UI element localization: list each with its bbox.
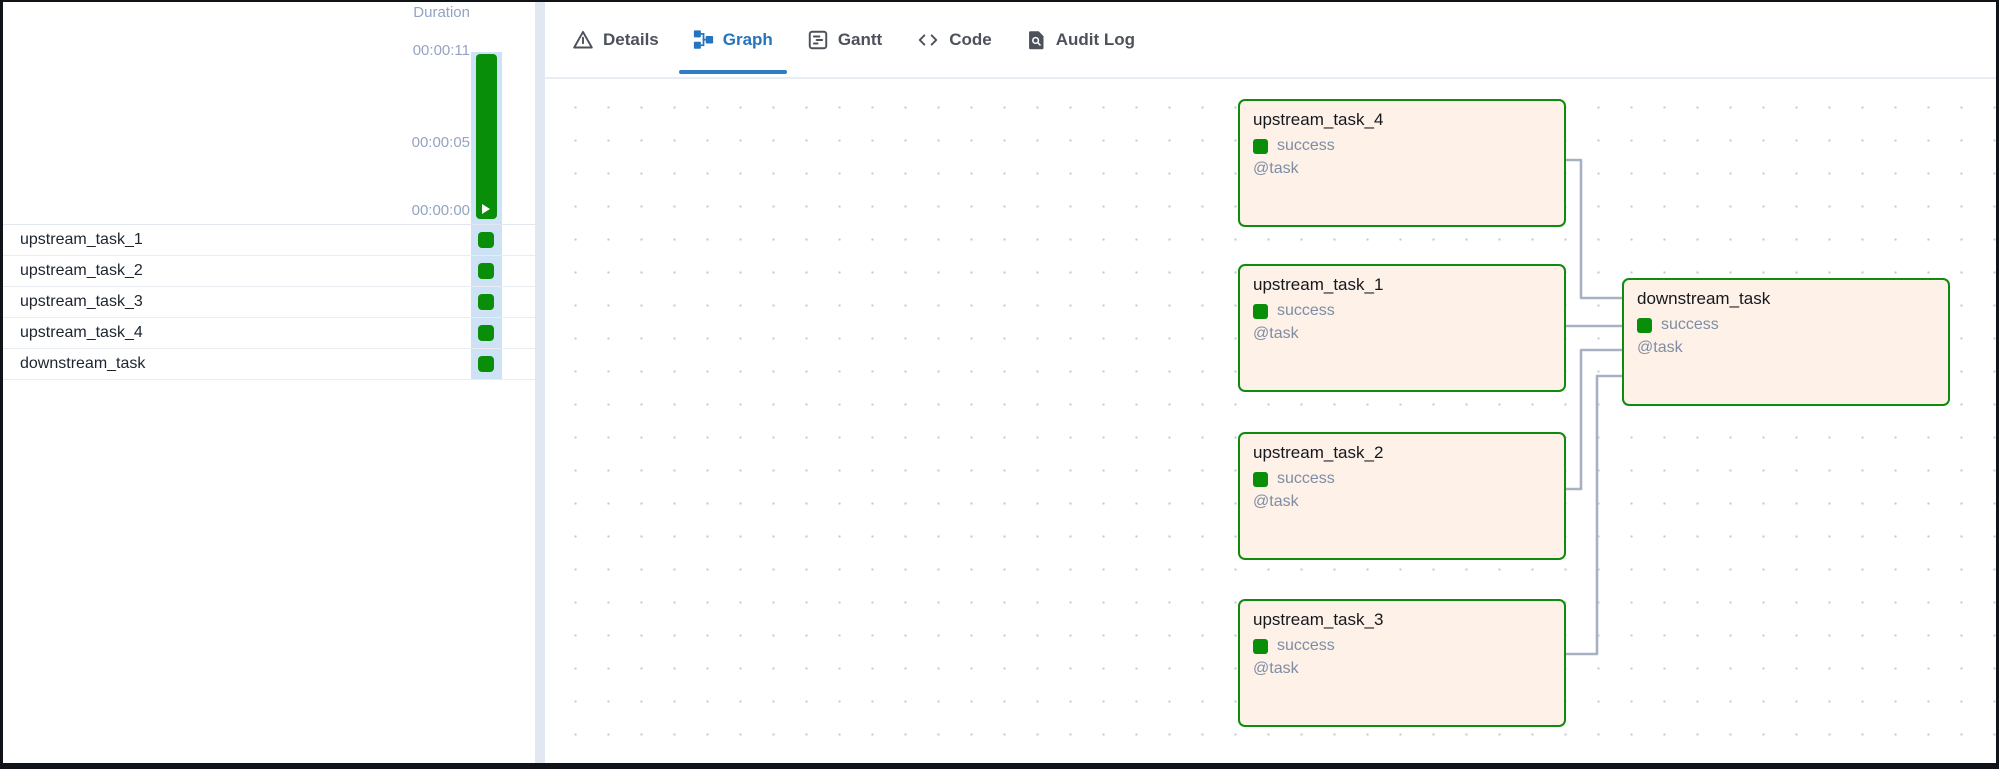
task-status-square[interactable] xyxy=(478,294,494,310)
success-status-icon xyxy=(1253,138,1268,154)
tab-label: Audit Log xyxy=(1055,29,1136,49)
node-decorator: @task xyxy=(1253,160,1299,177)
graph-node-upstream-task-3[interactable]: upstream_task_3 success @task xyxy=(1238,599,1566,727)
detail-panel: Details Gr xyxy=(545,2,1996,763)
success-status-icon xyxy=(1637,317,1652,333)
node-title: upstream_task_1 xyxy=(1253,275,1384,294)
duration-tick: 00:00:11 xyxy=(412,42,470,59)
tab-details[interactable]: Details xyxy=(558,2,673,77)
node-status-label: success xyxy=(1661,316,1719,333)
task-row[interactable]: upstream_task_1 xyxy=(3,225,535,256)
task-name: upstream_task_3 xyxy=(20,293,143,310)
graph-canvas[interactable]: upstream_task_4 success @task upstream_t… xyxy=(545,79,1996,763)
task-row[interactable]: upstream_task_3 xyxy=(3,287,535,318)
task-row[interactable]: downstream_task xyxy=(3,349,535,380)
node-title: upstream_task_3 xyxy=(1253,610,1384,629)
tab-gantt[interactable]: Gantt xyxy=(793,2,896,77)
node-title: downstream_task xyxy=(1637,289,1771,308)
task-name: downstream_task xyxy=(20,355,146,372)
node-title: upstream_task_2 xyxy=(1253,443,1384,462)
task-list: upstream_task_1 upstream_task_2 upstream… xyxy=(3,225,535,380)
node-status-label: success xyxy=(1277,637,1335,654)
dag-graph-icon xyxy=(693,29,714,50)
edge-upstream4-downstream xyxy=(1564,158,1624,300)
node-status-label: success xyxy=(1277,137,1335,154)
task-name: upstream_task_1 xyxy=(20,231,143,248)
edge-upstream2-downstream xyxy=(1564,348,1624,491)
dag-edges xyxy=(1564,158,1624,656)
tab-code[interactable]: Code xyxy=(902,2,1006,77)
node-decorator: @task xyxy=(1253,660,1299,677)
success-status-icon xyxy=(1253,303,1268,319)
tab-label: Code xyxy=(949,29,992,49)
graph-node-downstream-task[interactable]: downstream_task success @task xyxy=(1622,278,1950,406)
task-row[interactable]: upstream_task_4 xyxy=(3,318,535,349)
tab-audit-log[interactable]: Audit Log xyxy=(1012,2,1149,77)
warning-triangle-icon xyxy=(572,29,594,51)
graph-node-upstream-task-4[interactable]: upstream_task_4 success @task xyxy=(1238,99,1566,227)
task-name: upstream_task_4 xyxy=(20,324,143,341)
axis-divider xyxy=(3,224,535,225)
node-decorator: @task xyxy=(1253,325,1299,342)
task-status-square[interactable] xyxy=(478,356,494,372)
gantt-icon xyxy=(807,29,829,51)
node-decorator: @task xyxy=(1253,493,1299,510)
node-status-label: success xyxy=(1277,470,1335,487)
node-title: upstream_task_4 xyxy=(1253,110,1384,129)
task-status-square[interactable] xyxy=(478,263,494,279)
play-icon xyxy=(482,204,490,214)
node-decorator: @task xyxy=(1637,339,1683,356)
task-name: upstream_task_2 xyxy=(20,262,143,279)
edge-upstream3-downstream xyxy=(1564,374,1624,656)
tab-label: Graph xyxy=(722,29,773,49)
audit-log-icon xyxy=(1026,29,1047,51)
success-status-icon xyxy=(1253,638,1268,654)
tab-graph[interactable]: Graph xyxy=(678,2,787,77)
dag-run-duration-bar[interactable] xyxy=(476,54,497,219)
graph-node-upstream-task-2[interactable]: upstream_task_2 success @task xyxy=(1238,432,1566,560)
node-status-label: success xyxy=(1277,302,1335,319)
task-row[interactable]: upstream_task_2 xyxy=(3,256,535,287)
tab-label: Gantt xyxy=(837,29,883,49)
task-status-square[interactable] xyxy=(478,232,494,248)
duration-tick: 00:00:00 xyxy=(411,202,470,219)
tab-label: Details xyxy=(603,29,659,49)
tab-bar: Details Gr xyxy=(545,2,1996,79)
success-status-icon xyxy=(1253,471,1268,487)
graph-node-upstream-task-1[interactable]: upstream_task_1 success @task xyxy=(1238,264,1566,392)
duration-tick: 00:00:05 xyxy=(411,134,470,151)
code-icon xyxy=(916,29,940,51)
duration-axis-title: Duration xyxy=(413,4,470,21)
task-status-square[interactable] xyxy=(478,325,494,341)
grid-panel: Duration 00:00:11 00:00:05 00:00:00 upst… xyxy=(3,2,535,763)
panel-resize-divider[interactable] xyxy=(535,2,545,763)
